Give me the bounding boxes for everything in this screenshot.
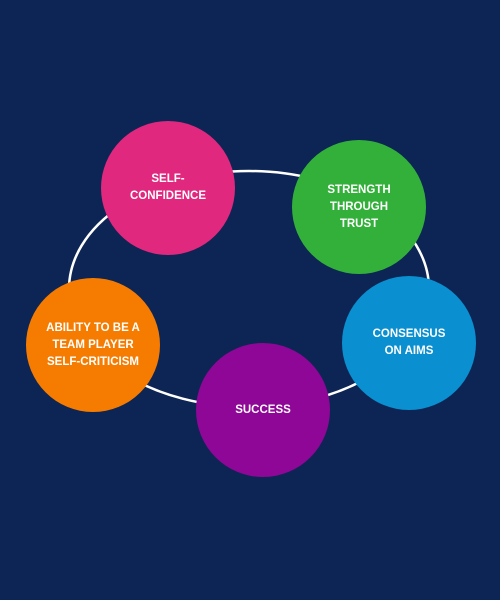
strength-through-trust-node: STRENGTH THROUGH TRUST	[292, 140, 426, 274]
team-player-label: ABILITY TO BE A TEAM PLAYER SELF-CRITICI…	[46, 321, 140, 368]
self-confidence-node: SELF- CONFIDENCE	[101, 121, 235, 255]
strength-through-trust-label: STRENGTH THROUGH TRUST	[327, 183, 391, 230]
success-node: SUCCESS	[196, 343, 330, 477]
consensus-on-aims-node: CONSENSUS ON AIMS	[342, 276, 476, 410]
consensus-on-aims-label: CONSENSUS ON AIMS	[372, 328, 446, 357]
success-label: SUCCESS	[235, 403, 291, 416]
self-confidence-label: SELF- CONFIDENCE	[129, 173, 207, 202]
team-player-node: ABILITY TO BE A TEAM PLAYER SELF-CRITICI…	[26, 278, 160, 412]
